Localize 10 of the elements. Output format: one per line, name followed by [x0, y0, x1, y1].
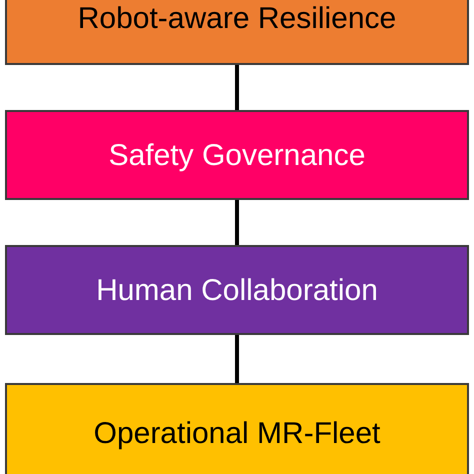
connector-line — [235, 65, 239, 110]
connector-line — [235, 200, 239, 245]
connector-line — [235, 335, 239, 383]
process-box — [5, 245, 469, 335]
box-label: Robot-aware Resilience — [78, 2, 396, 35]
box-label: Human Collaboration — [96, 274, 378, 306]
process-box — [5, 110, 469, 200]
process-box — [5, 383, 469, 474]
box-label: Safety Governance — [108, 138, 366, 172]
box-label: Operational MR-Fleet — [94, 416, 380, 450]
